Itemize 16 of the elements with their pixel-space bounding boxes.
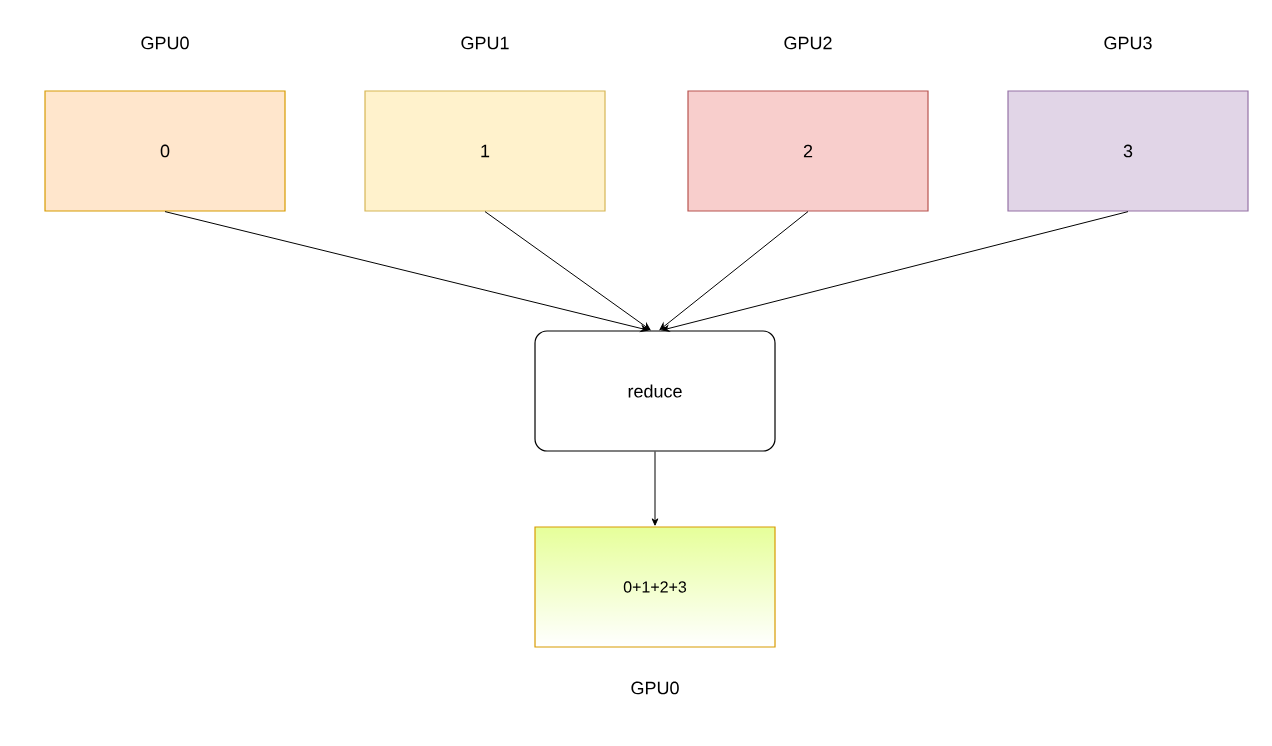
arrow [651, 451, 659, 526]
node-caption: GPU0 [631, 681, 679, 695]
node-caption: GPU3 [1104, 36, 1152, 50]
data-box: 2 [687, 90, 929, 212]
data-box: 1 [364, 90, 606, 212]
node-caption: GPU2 [784, 36, 832, 50]
arrow [659, 211, 809, 331]
process-box: reduce [534, 330, 776, 452]
arrow [484, 211, 651, 331]
data-box: 0+1+2+3 [534, 526, 776, 648]
arrow [661, 211, 1129, 332]
node-caption: GPU0 [141, 36, 189, 50]
node-caption: GPU1 [461, 36, 509, 50]
arrow [164, 211, 649, 332]
data-box: 0 [44, 90, 286, 212]
data-box: 3 [1007, 90, 1249, 212]
